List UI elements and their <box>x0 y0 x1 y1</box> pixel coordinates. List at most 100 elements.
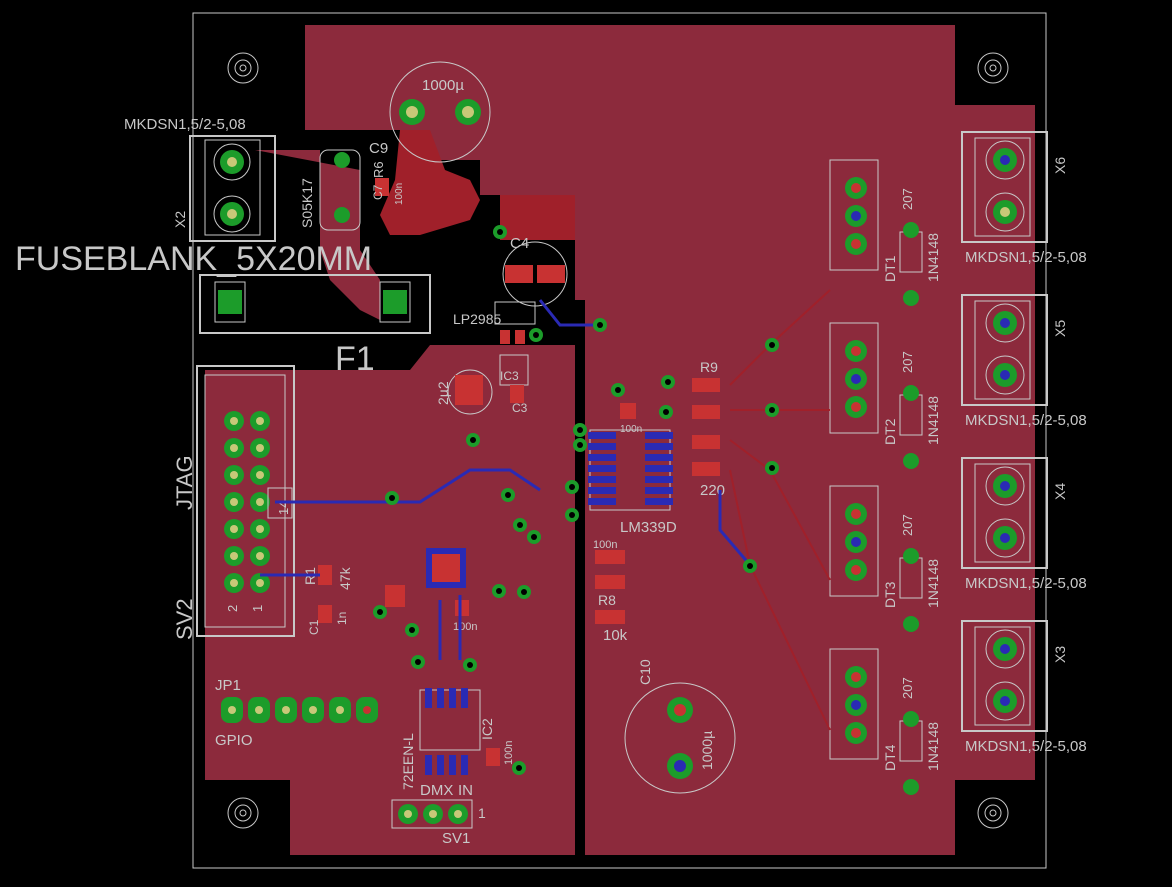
lm339-pin <box>645 443 673 450</box>
terminal-inner <box>974 463 1031 563</box>
board-outline <box>192 12 1047 869</box>
via-hole <box>531 534 537 540</box>
terminal-pin-hole <box>1000 481 1010 491</box>
terminal-label: X4 <box>1052 483 1068 500</box>
triac-pin-hole <box>851 211 861 221</box>
terminal-label: X3 <box>1052 646 1068 663</box>
connector-sv1: DMX IN SV1 1 <box>391 782 486 847</box>
via-hole <box>665 379 671 385</box>
lm339-pin <box>588 487 616 494</box>
terminal-pin-hole <box>1000 207 1010 217</box>
triac-pin-hole <box>851 672 861 682</box>
triac-package: 207 <box>900 514 915 536</box>
triac-outline <box>829 648 879 760</box>
via-hole <box>577 442 583 448</box>
terminal-ring <box>985 466 1025 506</box>
gpio-pin-hole <box>228 706 236 714</box>
triac-outline <box>829 159 879 271</box>
gpio-label: GPIO <box>215 732 253 749</box>
triac-pin-hole <box>851 509 861 519</box>
header-jp1: JP1 GPIO <box>215 677 378 749</box>
jtag-label: JTAG <box>172 455 197 510</box>
lm339-pin <box>645 454 673 461</box>
triac-package: 207 <box>900 188 915 210</box>
jtag-pin-hole <box>230 444 238 452</box>
diode-pad <box>903 711 919 727</box>
triac-pin-hole <box>851 183 861 193</box>
triac-outline <box>829 322 879 434</box>
via-hole <box>470 437 476 443</box>
terminal-package: MKDSN1,5/2-5,08 <box>965 249 1087 266</box>
gpio-pin-hole <box>363 706 371 714</box>
in-label: IN <box>458 782 473 799</box>
terminal-outline <box>961 620 1048 732</box>
terminal-pin-hole <box>1000 533 1010 543</box>
via-hole <box>615 387 621 393</box>
gpio-pin-hole <box>255 706 263 714</box>
lm339-pin <box>588 476 616 483</box>
lm339d-label: LM339D <box>620 519 677 536</box>
via-hole <box>569 512 575 518</box>
via-hole <box>577 427 583 433</box>
triac-pin-hole <box>851 565 861 575</box>
jtag-pin-hole <box>230 579 238 587</box>
jtag-pin-hole <box>256 498 264 506</box>
x2-package: MKDSN1,5/2-5,08 <box>124 116 246 133</box>
jtag-pin-hole <box>230 417 238 425</box>
sv1-label: SV1 <box>442 830 470 847</box>
resistor-r6: R6 C7 100n <box>371 161 405 205</box>
lm339-pin <box>645 465 673 472</box>
gpio-pin-hole <box>309 706 317 714</box>
ic3-area: 2µ2 IC3 C3 <box>435 354 529 415</box>
terminal-package: MKDSN1,5/2-5,08 <box>965 412 1087 429</box>
via-hole <box>467 662 473 668</box>
c4-label: C4 <box>510 235 529 252</box>
via-hole <box>496 588 502 594</box>
lm339-pin <box>645 498 673 505</box>
triac-pin-hole <box>851 537 861 547</box>
bottom-traces <box>260 299 752 660</box>
r8-c100n: 100n <box>593 539 617 551</box>
terminal-pin-hole <box>1000 696 1010 706</box>
lm339-pin <box>645 476 673 483</box>
via-hole <box>497 229 503 235</box>
ic2-c100n: 100n <box>503 741 515 765</box>
terminal-package: MKDSN1,5/2-5,08 <box>965 738 1087 755</box>
via-hole <box>597 322 603 328</box>
fuse-label: F1 <box>335 340 375 378</box>
ic-lm339d: 100n LM339D <box>588 403 677 536</box>
jp1-label: JP1 <box>215 677 241 694</box>
lm339-pin <box>645 432 673 439</box>
diode-pad <box>903 779 919 795</box>
via-hole <box>769 465 775 471</box>
lm339-pin <box>588 465 616 472</box>
jtag-pin-hole <box>256 444 264 452</box>
jtag-pin-hole <box>256 552 264 560</box>
triac-label: DT4 <box>882 744 898 771</box>
terminal-outline <box>961 457 1048 569</box>
connector-jtag: JTAG SV2 14 2 1 <box>172 365 295 640</box>
terminal-ring <box>985 681 1025 721</box>
jtag-pin-hole <box>230 471 238 479</box>
mcu-c100n: 100n <box>453 621 477 633</box>
via-hole <box>521 589 527 595</box>
diode-label: 1N4148 <box>925 233 941 282</box>
ic2-package: 72EEN-L <box>400 733 416 790</box>
jtag-pin-hole <box>230 552 238 560</box>
terminal-pin-hole <box>1000 644 1010 654</box>
jtag-pin14: 14 <box>276 501 291 515</box>
terminal-ring <box>985 518 1025 558</box>
jtag-pin-hole <box>256 417 264 425</box>
connector-x2: MKDSN1,5/2-5,08 X2 <box>124 116 276 242</box>
jtag-pin2: 2 <box>225 605 240 612</box>
resistor-r8: 100n R8 10k <box>593 539 628 644</box>
via-hole <box>505 492 511 498</box>
terminal-outline <box>961 131 1048 243</box>
via-hole <box>409 627 415 633</box>
gpio-pin-hole <box>282 706 290 714</box>
triac-pin-hole <box>851 346 861 356</box>
c10-value: 1000µ <box>699 731 715 770</box>
lm339-pin <box>588 454 616 461</box>
